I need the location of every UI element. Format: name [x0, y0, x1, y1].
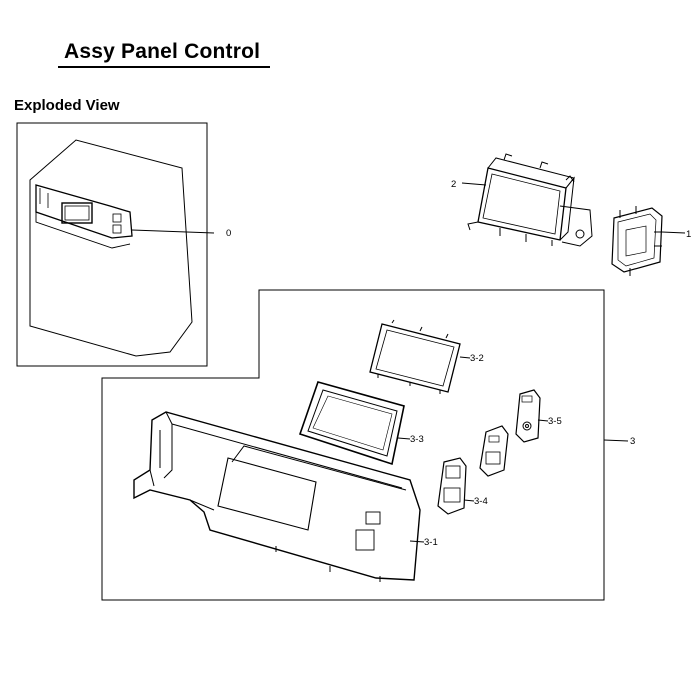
part-3-frame: [101, 289, 605, 601]
part-0-frame: [16, 122, 208, 367]
callout-3-2: 3-2: [470, 353, 484, 364]
part-3-3-window: [298, 381, 405, 466]
part-button-insert: [479, 425, 509, 477]
callout-3: 3: [630, 436, 635, 447]
leader-3-3: [397, 437, 411, 440]
part-3-1-panel-housing: [133, 411, 421, 582]
leader-0: [131, 229, 215, 234]
callout-3-3: 3-3: [410, 434, 424, 445]
part-2-display-board: [467, 153, 593, 247]
callout-3-1: 3-1: [424, 537, 438, 548]
callout-3-4: 3-4: [474, 496, 488, 507]
callout-2: 2: [451, 179, 456, 190]
leader-3-2: [459, 356, 471, 359]
leader-3: [603, 439, 629, 442]
leader-3-4: [463, 499, 475, 502]
leader-3-5: [537, 419, 549, 422]
diagram-subtitle: Exploded View: [14, 97, 120, 114]
diagram-title: Assy Panel Control: [64, 40, 261, 63]
title-underline: [58, 66, 270, 68]
callout-1: 1: [686, 229, 691, 240]
leader-3-1: [409, 540, 425, 543]
part-0-washer: [29, 139, 193, 357]
part-1-pcb-module: [611, 206, 663, 276]
leader-2: [461, 182, 487, 186]
callout-3-5: 3-5: [548, 416, 562, 427]
callout-0: 0: [226, 228, 231, 239]
part-3-2-frame: [369, 319, 461, 394]
part-3-5-bracket: [515, 389, 541, 443]
leader-1: [661, 231, 686, 234]
part-3-4-button: [437, 457, 467, 515]
